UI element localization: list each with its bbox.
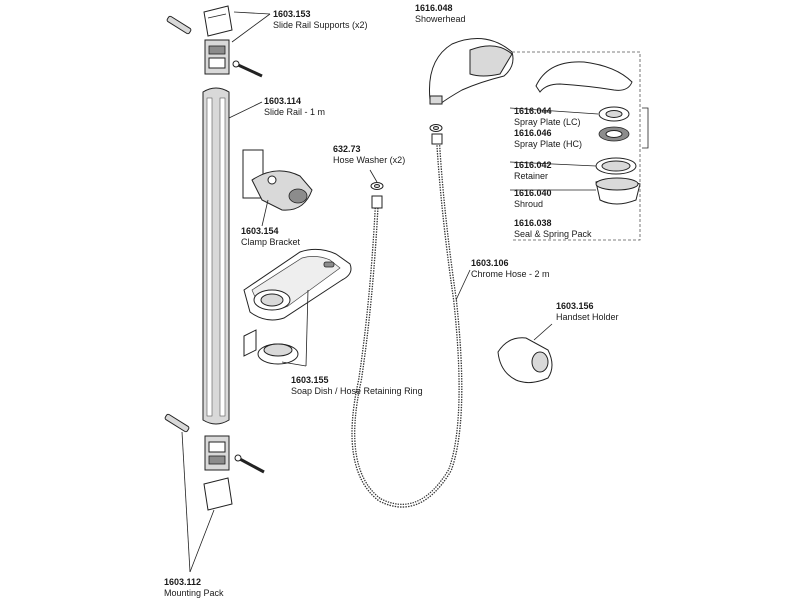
label-seal-spring-pack: 1616.038 Seal & Spring Pack: [514, 218, 592, 239]
label-slide-rail: 1603.114 Slide Rail - 1 m: [264, 96, 325, 117]
part-code: 1603.153: [273, 9, 311, 19]
part-code: 1603.154: [241, 226, 279, 236]
shroud-part: [595, 177, 641, 205]
bottom-wall-plug: [164, 413, 190, 433]
clamp-bracket: [242, 149, 313, 211]
part-code: 1616.044: [514, 106, 552, 116]
part-name: Hose Washer (x2): [333, 154, 406, 165]
top-rail-support-bracket: [204, 39, 230, 75]
spray-plate-hc-part: [598, 126, 630, 142]
label-clamp-bracket: 1603.154 Clamp Bracket: [241, 226, 300, 247]
part-code: 1603.112: [164, 577, 202, 587]
part-name: Clamp Bracket: [241, 236, 301, 247]
part-name: Showerhead: [415, 13, 466, 24]
soap-dish: [243, 248, 352, 321]
part-code: 1616.038: [514, 218, 552, 228]
part-name: Seal & Spring Pack: [514, 228, 592, 239]
label-handset-holder: 1603.156 Handset Holder: [556, 301, 619, 322]
handset-holder: [497, 337, 553, 384]
showerhead: [428, 38, 514, 105]
spray-plate-lc-part: [598, 106, 630, 122]
hose-washer-lower: [370, 182, 384, 190]
top-rail-support-cover: [203, 5, 233, 37]
top-wall-plug: [166, 15, 192, 35]
label-spray-plate-lc: 1616.044 Spray Plate (LC): [514, 106, 581, 127]
label-shroud: 1616.040 Shroud: [514, 188, 552, 209]
part-code: 1603.156: [556, 301, 594, 311]
part-name: Shroud: [514, 198, 544, 209]
part-name: Slide Rail - 1 m: [264, 106, 326, 117]
hose-retaining-ring: [243, 329, 299, 365]
part-name: Slide Rail Supports (x2): [273, 19, 368, 30]
top-fixing-screw: [232, 60, 263, 78]
part-code: 1603.155: [291, 375, 329, 385]
part-name: Retainer: [514, 170, 549, 181]
chrome-hose: [351, 133, 463, 508]
label-hose-washer: 632.73 Hose Washer (x2): [333, 144, 405, 165]
label-soap-dish: 1603.155 Soap Dish / Hose Retaining Ring: [291, 375, 423, 396]
showerhead-body-spare: [535, 61, 633, 93]
part-code: 632.73: [333, 144, 361, 154]
part-code: 1603.114: [264, 96, 302, 106]
part-name: Spray Plate (HC): [514, 138, 583, 149]
part-code: 1616.048: [415, 3, 453, 13]
hose-washer-upper: [429, 124, 443, 132]
part-code: 1616.046: [514, 128, 552, 138]
retainer-part: [595, 157, 637, 175]
bottom-rail-support-cover: [203, 477, 233, 511]
slide-rail: [202, 87, 230, 425]
label-spray-plate-hc: 1616.046 Spray Plate (HC): [514, 128, 582, 149]
label-showerhead: 1616.048 Showerhead: [415, 3, 466, 24]
label-retainer: 1616.042 Retainer: [514, 160, 552, 181]
part-name: Chrome Hose - 2 m: [471, 268, 550, 279]
part-code: 1616.040: [514, 188, 552, 198]
part-code: 1616.042: [514, 160, 552, 170]
part-code: 1603.106: [471, 258, 509, 268]
part-name: Handset Holder: [556, 311, 619, 322]
part-name: Mounting Pack: [164, 587, 224, 598]
label-mounting-pack: 1603.112 Mounting Pack: [164, 577, 224, 598]
bottom-fixing-screw: [234, 454, 265, 474]
part-name: Spray Plate (LC): [514, 116, 581, 127]
label-slide-rail-supports: 1603.153 Slide Rail Supports (x2): [273, 9, 368, 30]
bottom-rail-support-bracket: [204, 435, 230, 471]
label-chrome-hose: 1603.106 Chrome Hose - 2 m: [471, 258, 550, 279]
part-name: Soap Dish / Hose Retaining Ring: [291, 385, 423, 396]
